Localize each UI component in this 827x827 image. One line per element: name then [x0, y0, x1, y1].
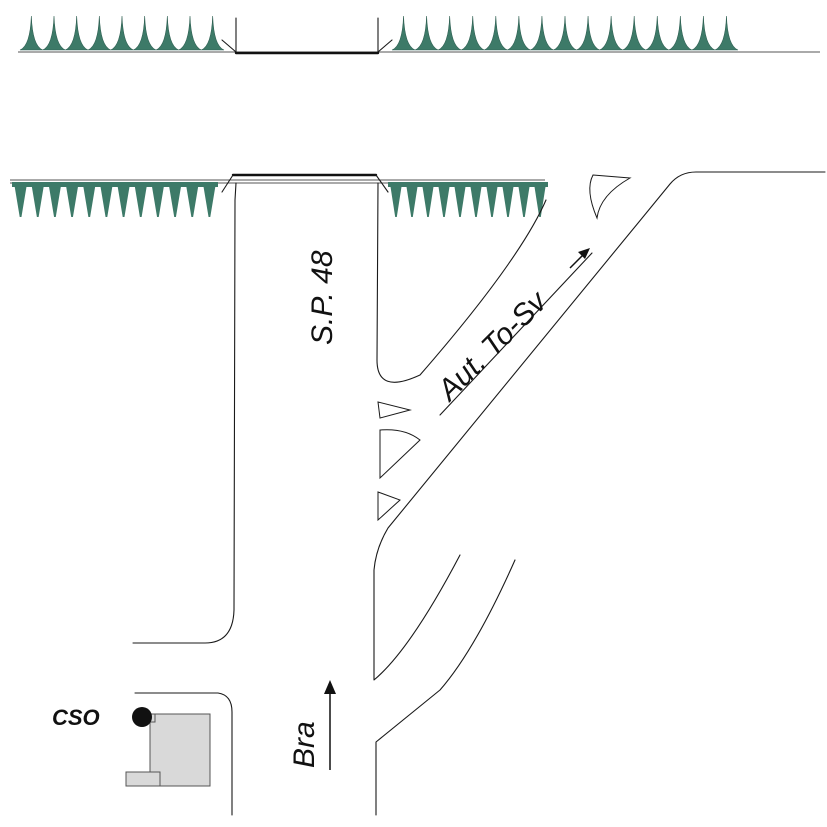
tree-icon: [134, 183, 148, 217]
tree-icon: [185, 183, 199, 217]
tree-icon: [65, 183, 79, 217]
traffic-island-3: [377, 491, 401, 522]
tree-icon: [82, 183, 96, 217]
tree-icon: [117, 183, 131, 217]
cso-label: CSO: [52, 705, 100, 730]
tree-icon: [31, 183, 45, 217]
vegetation-row-bottom-right: [388, 182, 548, 217]
tree-icon: [202, 183, 216, 217]
bridge-north: [221, 17, 393, 55]
motorway-direction-arrow-icon: [569, 248, 590, 269]
direction-label-bra: Bra: [288, 721, 321, 768]
road-label-motorway: Aut. To-Sv: [430, 284, 554, 408]
tree-icon: [405, 183, 419, 217]
tree-icon: [453, 183, 467, 217]
tree-icon: [151, 183, 165, 217]
tree-icon: [48, 183, 62, 217]
traffic-island-2: [379, 429, 421, 480]
side-street: [134, 692, 233, 816]
tree-row-icon: [19, 15, 225, 51]
vegetation-row-bottom-left: [12, 182, 218, 217]
road-label-sp48: S.P. 48: [306, 250, 339, 345]
tree-icon: [421, 183, 435, 217]
tree-row-base: [12, 182, 218, 187]
tree-row-icon: [391, 15, 739, 51]
vegetation-row-top-right: [391, 15, 739, 51]
motorway-west-edge: [439, 252, 593, 416]
bra-direction-arrow-icon: [324, 680, 336, 770]
tree-row-base: [388, 182, 548, 187]
traffic-island-1: [377, 401, 412, 419]
sp48-east-edge: [376, 182, 547, 383]
tree-icon: [437, 183, 451, 217]
sp48-west-edge: [132, 182, 237, 644]
tree-icon: [517, 183, 531, 217]
cso-location-dot-icon: [132, 707, 152, 727]
sp48-south-east-edge: [375, 559, 516, 816]
tree-icon: [533, 183, 547, 217]
motorway-east-edge: [373, 171, 826, 681]
tree-icon: [389, 183, 403, 217]
tree-icon: [168, 183, 182, 217]
tree-icon: [99, 183, 113, 217]
tree-icon: [14, 183, 28, 217]
traffic-island-ne: [589, 174, 632, 220]
bridge-south: [221, 173, 389, 193]
vegetation-row-top-left: [19, 15, 225, 51]
tree-icon: [501, 183, 515, 217]
tree-icon: [469, 183, 483, 217]
tree-icon: [485, 183, 499, 217]
